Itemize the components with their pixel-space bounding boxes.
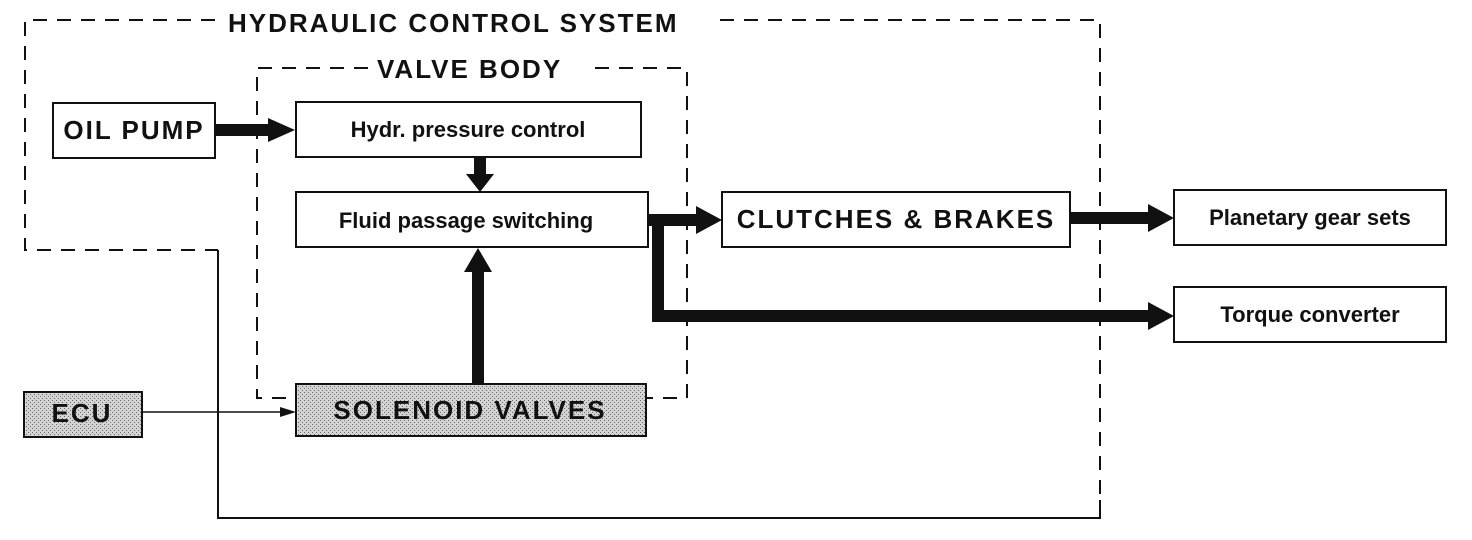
hydraulic-control-system-title: HYDRAULIC CONTROL SYSTEM [228,8,679,38]
valve-body-boundary-left [256,67,368,399]
fluid-switching-box [295,191,649,248]
pressure-control-box [295,101,642,158]
oil-pump-label: OIL PUMP [63,115,204,145]
arrow-pressure-to-switching-head [466,174,494,192]
solenoid-valves-label: SOLENOID VALVES [333,395,606,425]
planetary-gear-sets-box [1173,189,1447,246]
torque-converter-label: Torque converter [1220,302,1400,327]
planetary-gear-sets-label: Planetary gear sets [1209,205,1411,230]
arrow-switching-to-clutches-head [696,206,722,234]
arrow-ecu-to-solenoid-head [280,407,296,417]
hydraulic-control-system-boundary [24,19,1101,519]
arrow-pump-to-pressure-head [268,118,295,142]
torque-converter-box [1173,286,1447,343]
valve-body-title: VALVE BODY [377,54,562,84]
oil-pump-box [52,102,216,159]
ecu-box [23,391,143,438]
arrow-switching-to-torque-shaft [652,220,1150,322]
arrow-solenoid-to-switching-head [464,248,492,272]
arrow-clutches-to-planetary-head [1148,204,1174,232]
ecu-label: ECU [52,398,113,428]
pressure-control-label: Hydr. pressure control [351,117,586,142]
clutches-brakes-label: CLUTCHES & BRAKES [737,204,1056,234]
arrow-switching-to-torque-head [1148,302,1174,330]
valve-body-boundary-right [595,67,688,399]
solenoid-valves-box [295,383,647,437]
fluid-switching-label: Fluid passage switching [339,208,593,233]
